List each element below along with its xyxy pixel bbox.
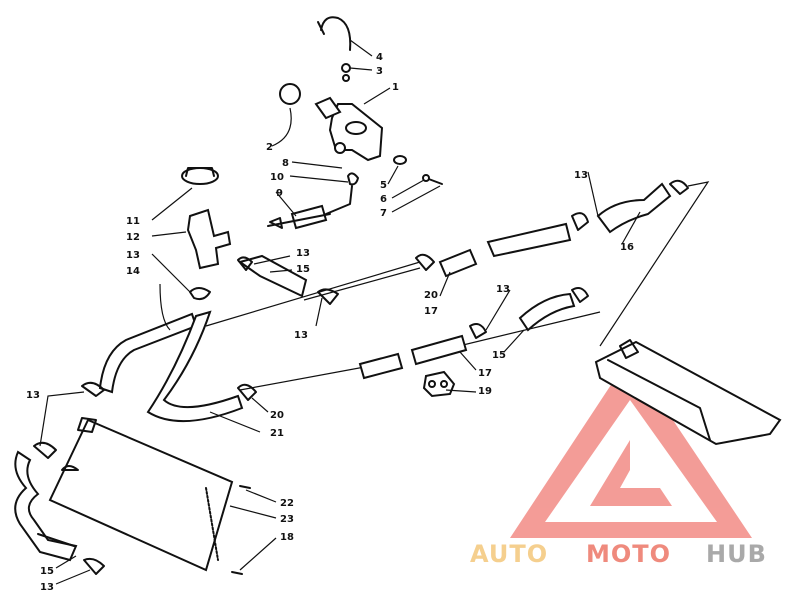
clamp-13-tee	[189, 287, 211, 301]
watermark-auto: AUTO	[470, 540, 548, 568]
callout-16: 16	[620, 242, 634, 253]
radiator-core	[48, 418, 234, 572]
callout-5: 5	[380, 180, 387, 191]
callout-21: 21	[270, 428, 284, 439]
callout-labels: 4 3 1 2 8 10 9 5 6 7 11 12 13 14 13 15 1…	[26, 52, 634, 593]
callout-23: 23	[280, 514, 294, 525]
callout-15-middle: 15	[492, 350, 506, 361]
main-hoses	[81, 310, 257, 423]
callout-17-upper: 17	[424, 306, 438, 317]
clamp-13-hose-21	[237, 383, 257, 401]
callout-15-upper: 15	[296, 264, 310, 275]
hose-17-upper	[486, 222, 572, 258]
callout-13-left: 13	[26, 390, 40, 401]
heat-exchanger	[594, 339, 782, 446]
callout-12: 12	[126, 232, 140, 243]
callout-18: 18	[280, 532, 294, 543]
callout-17-middle: 17	[478, 368, 492, 379]
callout-13-mid: 13	[294, 330, 308, 341]
watermark-triangle-inner	[590, 440, 672, 506]
middle-hoses	[358, 287, 589, 398]
callout-8: 8	[282, 158, 289, 169]
bracket-line	[599, 181, 710, 347]
screw-22	[239, 485, 251, 489]
callout-11: 11	[126, 216, 140, 227]
callout-22: 22	[280, 498, 294, 509]
hose-15-tee	[237, 254, 308, 298]
lower-hose-15	[14, 450, 78, 562]
nut	[341, 63, 351, 73]
lower-radiator	[14, 417, 251, 575]
callout-13-right: 13	[574, 170, 588, 181]
watermark-hub: HUB	[706, 540, 767, 568]
callout-14: 14	[126, 266, 140, 277]
callout-20-lower: 20	[270, 410, 284, 421]
hose-16	[596, 182, 672, 234]
clamp-13-hose-14	[81, 381, 105, 397]
callout-15-lower: 15	[40, 566, 54, 577]
leader-lines	[39, 39, 641, 585]
callout-20-upper: 20	[424, 290, 438, 301]
clamp-13-middle-left	[469, 323, 487, 339]
hose-9	[290, 204, 328, 230]
hose-20-middle	[358, 352, 404, 380]
callout-13-middle: 13	[496, 284, 510, 295]
hose-lines	[205, 261, 601, 391]
callout-4: 4	[376, 52, 383, 63]
clamp-13-hose-16	[669, 179, 689, 195]
filler-neck	[314, 96, 342, 120]
screw-18	[231, 571, 243, 575]
hose-20-upper	[438, 248, 478, 278]
clamp-13-radiator	[33, 441, 57, 459]
tee-fitting	[186, 208, 232, 270]
tee-fitting-assembly	[181, 167, 339, 305]
callout-1: 1	[392, 82, 399, 93]
clamp-8	[347, 172, 359, 186]
clamp-13-middle	[571, 287, 589, 303]
washer-5	[393, 155, 407, 165]
hose-15-middle	[518, 292, 576, 332]
callout-3: 3	[376, 66, 383, 77]
callout-13-upper: 13	[296, 248, 310, 259]
clamp-13-mid	[317, 288, 339, 305]
clamp-13-upper-left	[415, 253, 435, 271]
hose-10-link	[325, 185, 353, 215]
callout-13-lower: 13	[40, 582, 54, 593]
callout-2: 2	[266, 142, 273, 153]
heat-exchanger-body	[594, 340, 782, 446]
watermark-moto: MOTO	[586, 540, 671, 568]
overflow-hose	[320, 16, 352, 51]
callout-19: 19	[478, 386, 492, 397]
clamp-13-lower	[83, 557, 105, 575]
reservoir-assembly	[269, 16, 443, 230]
callout-9: 9	[276, 188, 283, 199]
hose-17-middle	[410, 334, 468, 366]
upper-hoses	[415, 179, 710, 347]
callout-10: 10	[270, 172, 284, 183]
hose-21	[146, 310, 244, 423]
watermark-text: AUTO MOTO HUB	[470, 540, 767, 568]
washer	[342, 74, 350, 82]
reservoir-cap	[279, 83, 301, 105]
callout-13-tee: 13	[126, 250, 140, 261]
callout-6: 6	[380, 194, 387, 205]
clamp-13-upper-right	[571, 212, 589, 231]
callout-7: 7	[380, 208, 387, 219]
